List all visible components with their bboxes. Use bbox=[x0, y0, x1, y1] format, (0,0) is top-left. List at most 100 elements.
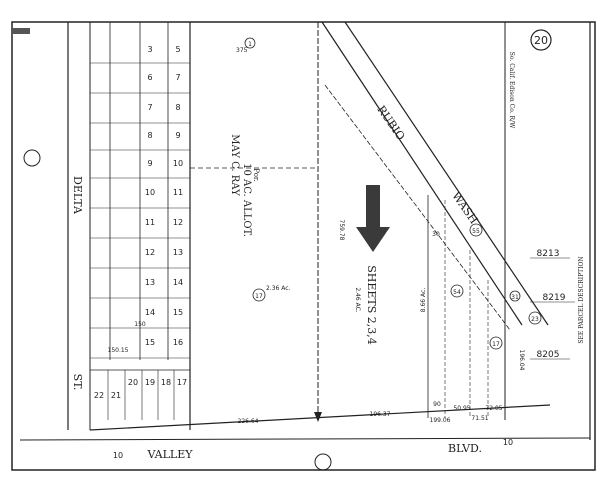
parcel-circle-label: 17 bbox=[492, 341, 500, 348]
allotment-label-line1: MAY C. RAY bbox=[229, 134, 240, 196]
page-number-circle bbox=[530, 29, 552, 51]
valley-street-label: VALLEY bbox=[146, 448, 193, 461]
bottom-lot-label: 18 bbox=[161, 378, 171, 387]
svg-text:7: 7 bbox=[147, 103, 152, 112]
bottom-marker bbox=[314, 453, 332, 471]
parcel-circle-label: 55 bbox=[472, 228, 480, 235]
lot-row: 10 11 bbox=[145, 188, 183, 197]
svg-text:10: 10 bbox=[145, 188, 155, 197]
rubio-wash-line-2 bbox=[344, 21, 549, 326]
bottom-lot-label: 20 bbox=[128, 378, 138, 387]
lot-row: 13 14 bbox=[145, 278, 183, 287]
dimension-label: 72.05 bbox=[485, 405, 502, 412]
bottom-lots: 22 21 20 19 18 17 150 150.15 bbox=[90, 321, 190, 420]
delta-street-label: DELTA bbox=[71, 176, 84, 215]
parcel-circle-label: 31 bbox=[511, 294, 519, 301]
dimension-label: 759.78 bbox=[338, 220, 345, 241]
rubio-wash-line-1 bbox=[321, 21, 523, 326]
svg-text:12: 12 bbox=[173, 218, 183, 227]
valley-blvd-upper-line bbox=[89, 404, 551, 431]
svg-text:10: 10 bbox=[173, 159, 183, 168]
parcel-circle bbox=[252, 288, 266, 302]
lot-row-lines bbox=[90, 62, 190, 359]
parcel-circle-label: 54 bbox=[453, 289, 461, 296]
dimension-label: 150.15 bbox=[108, 347, 129, 354]
rubio-wash-line-3 bbox=[324, 84, 511, 331]
bottom-lot-label: 22 bbox=[94, 391, 104, 400]
right-code: 8219 bbox=[543, 293, 566, 303]
dimension-label: 90 bbox=[433, 401, 441, 408]
svg-text:6: 6 bbox=[147, 73, 152, 82]
svg-text:11: 11 bbox=[145, 218, 155, 227]
allotment-label-line3: Por. bbox=[252, 168, 260, 181]
down-arrow-icon bbox=[356, 185, 390, 252]
svg-text:12: 12 bbox=[145, 248, 155, 257]
dimension-label: 2.36 Ac. bbox=[266, 285, 291, 292]
bottom-lot-label: 17 bbox=[177, 378, 187, 387]
page-number: 20 bbox=[534, 34, 548, 47]
dimension-label: 150 bbox=[134, 321, 146, 328]
lot-row: 14 15 bbox=[145, 308, 183, 317]
top-left-tab bbox=[12, 28, 30, 34]
svg-text:14: 14 bbox=[173, 278, 183, 287]
parcel-circle bbox=[244, 37, 256, 49]
parcel-circle bbox=[450, 284, 464, 298]
dimension-label: 50.95 bbox=[453, 405, 470, 412]
parcel-circle-label: 23 bbox=[531, 316, 539, 323]
svg-text:8: 8 bbox=[175, 103, 180, 112]
sheets-reference: SHEETS 2,3,4 bbox=[365, 265, 378, 345]
parcel-circle bbox=[528, 311, 542, 325]
parcel-circle-label: 1 bbox=[248, 41, 252, 48]
dimension-label: 30 bbox=[432, 231, 440, 238]
delta-street-marker bbox=[23, 149, 41, 167]
svg-text:9: 9 bbox=[175, 131, 180, 140]
dimension-label: 226.64 bbox=[238, 418, 259, 425]
sheets-area: 2.46 AC. bbox=[354, 287, 361, 312]
street-width-label: 10 bbox=[503, 438, 513, 447]
valley-blvd-lower-line bbox=[19, 437, 591, 441]
dimension-label: 375 bbox=[236, 47, 248, 54]
dimension-label: 8.66 Ac. bbox=[420, 288, 427, 313]
right-code: 8213 bbox=[537, 249, 560, 259]
right-code: 8205 bbox=[537, 350, 560, 360]
svg-text:14: 14 bbox=[145, 308, 155, 317]
svg-text:13: 13 bbox=[173, 248, 183, 257]
allotment-label-line2: 10 AC. ALLOT. bbox=[241, 163, 252, 237]
parcel-circle-label: 17 bbox=[255, 293, 263, 300]
svg-text:9: 9 bbox=[147, 159, 152, 168]
lot-row: 12 13 bbox=[145, 248, 183, 257]
boundary-arrow-icon bbox=[314, 412, 322, 422]
bottom-lot-label: 19 bbox=[145, 378, 155, 387]
svg-text:11: 11 bbox=[173, 188, 183, 197]
edison-label: So. Calif. Edison Co. R/W bbox=[508, 52, 515, 129]
bottom-lot-label: 21 bbox=[111, 391, 121, 400]
dimension-label: 196.37 bbox=[370, 411, 391, 418]
svg-text:5: 5 bbox=[175, 45, 180, 54]
side-vertical-text: SEE PARCEL DESCRIPTION bbox=[578, 256, 585, 343]
dimension-label: 196.04 bbox=[518, 350, 525, 371]
dimension-label: 71.51 bbox=[471, 415, 488, 422]
svg-text:16: 16 bbox=[173, 338, 183, 347]
parcel-circle bbox=[509, 290, 521, 302]
svg-text:13: 13 bbox=[145, 278, 155, 287]
rubio-label: RUBIO bbox=[374, 103, 407, 142]
svg-text:15: 15 bbox=[173, 308, 183, 317]
svg-text:8: 8 bbox=[147, 131, 152, 140]
street-width-label: 10 bbox=[113, 451, 123, 460]
parcel-circle bbox=[489, 336, 503, 350]
lot-row: 11 12 bbox=[145, 218, 183, 227]
svg-text:7: 7 bbox=[175, 73, 180, 82]
map-border bbox=[11, 21, 596, 471]
st-label: ST. bbox=[71, 374, 84, 391]
svg-text:15: 15 bbox=[145, 338, 155, 347]
dimension-label: 199.06 bbox=[430, 417, 451, 424]
blvd-street-label: BLVD. bbox=[448, 442, 482, 455]
parcel-circle bbox=[469, 223, 483, 237]
svg-text:3: 3 bbox=[147, 45, 152, 54]
